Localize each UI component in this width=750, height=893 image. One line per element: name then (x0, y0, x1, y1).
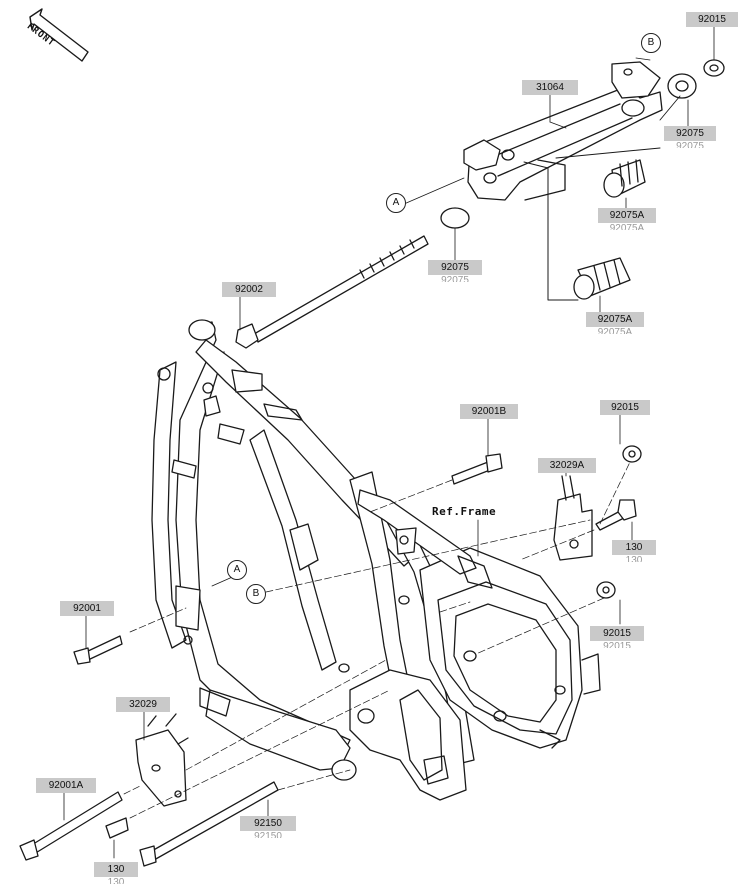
part-label-92075-right[interactable]: 92075 (664, 126, 716, 141)
callout-b-upper: B (641, 33, 661, 53)
part-label-130-right-shadow: 130 (625, 556, 643, 562)
part-label-32029[interactable]: 32029 (116, 697, 170, 712)
part-label-92150-shadow: 92150 (254, 832, 282, 838)
bolt-92001 (85, 635, 123, 661)
part-label-92001[interactable]: 92001 (60, 601, 114, 616)
part-label-130-left[interactable]: 130 (94, 862, 138, 877)
part-label-92075A-lower[interactable]: 92075A (586, 312, 644, 327)
part-label-92075-left[interactable]: 92075 (428, 260, 482, 275)
part-label-130-left-shadow: 130 (107, 878, 125, 884)
part-label-92001A[interactable]: 92001A (36, 778, 96, 793)
part-label-92150[interactable]: 92150 (240, 816, 296, 831)
part-label-92015-top[interactable]: 92015 (686, 12, 738, 27)
part-label-92075A-upper[interactable]: 92075A (598, 208, 656, 223)
callout-a-upper: A (386, 193, 406, 213)
part-label-92075-left-shadow: 92075 (441, 276, 469, 282)
part-label-92001B[interactable]: 92001B (460, 404, 518, 419)
part-label-92075-right-shadow: 92075 (676, 142, 704, 148)
part-label-130-right[interactable]: 130 (612, 540, 656, 555)
part-label-92075A-lower-shadow: 92075A (597, 328, 633, 334)
part-label-92002[interactable]: 92002 (222, 282, 276, 297)
front-arrow-icon (29, 8, 89, 62)
bolt-130-left (105, 817, 129, 839)
part-label-92015-mid[interactable]: 92015 (600, 400, 650, 415)
bolt-92001B (451, 461, 491, 485)
part-label-31064[interactable]: 31064 (522, 80, 578, 95)
bracket-32029 (135, 713, 189, 807)
reference-frame-label: Ref.Frame (432, 505, 497, 518)
part-label-92015-low[interactable]: 92015 (590, 626, 644, 641)
long-bolt-92002 (235, 235, 429, 349)
callout-b-lower: B (246, 584, 266, 604)
part-label-92075A-upper-shadow: 92075A (609, 224, 645, 230)
bracket-32029A (553, 475, 593, 561)
frame-body (151, 319, 601, 801)
part-label-32029A[interactable]: 32029A (538, 458, 596, 473)
bolt-92001A (29, 791, 123, 855)
leader-lines (63, 25, 715, 859)
crossmember-assembly (463, 61, 663, 201)
centerlines (123, 461, 631, 819)
bushing-set-upper (440, 59, 725, 300)
part-label-92015-low-shadow: 92015 (603, 642, 631, 648)
callout-a-lower: A (227, 560, 247, 580)
